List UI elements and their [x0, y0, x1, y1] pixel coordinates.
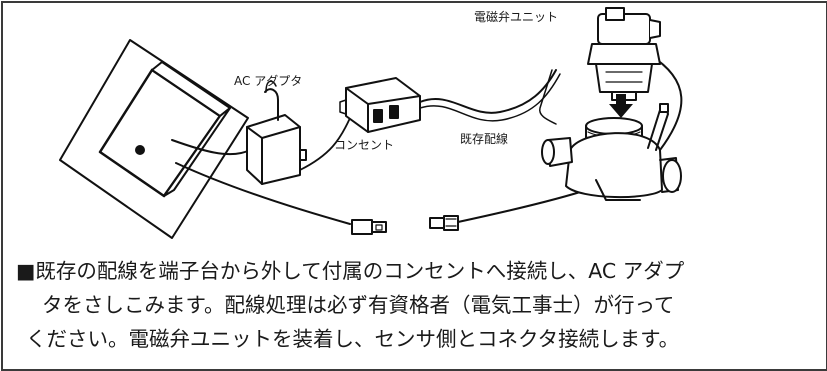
outlet	[339, 77, 421, 133]
adapter-cord	[299, 117, 351, 171]
connector-left	[351, 219, 387, 235]
solenoid-valve-unit	[587, 7, 661, 101]
valve-body	[541, 103, 682, 201]
outlet-label: コンセント	[334, 138, 395, 152]
ac-adapter-label: AC アダプタ	[234, 74, 303, 88]
caption-line-3: ください。電磁弁ユニットを装着し、センサ側とコネクタ接続します。	[26, 327, 680, 351]
caption-line-2: タをさしこみます。配線処理は必ず有資格者（電気工事士）が行って	[42, 293, 675, 317]
down-arrow	[609, 94, 633, 118]
existing-wiring	[419, 69, 557, 114]
panel-wire-to-adapter	[171, 139, 251, 156]
installation-illustration	[59, 7, 683, 239]
valve-unit-label: 電磁弁ユニット	[474, 10, 559, 24]
ac-adapter	[246, 80, 307, 185]
sensor-dot	[135, 145, 145, 155]
caption-line-1: ■既存の配線を端子台から外して付属のコンセントへ接続し、AC アダプ	[16, 259, 685, 283]
instruction-caption: ■既存の配線を端子台から外して付属のコンセントへ接続し、AC アダプ タをさしこ…	[16, 254, 816, 356]
panel-wire-to-connector	[175, 162, 351, 225]
connector-right	[429, 215, 459, 231]
existing-wiring-label: 既存配線	[460, 132, 509, 146]
wall-panel	[59, 39, 249, 239]
